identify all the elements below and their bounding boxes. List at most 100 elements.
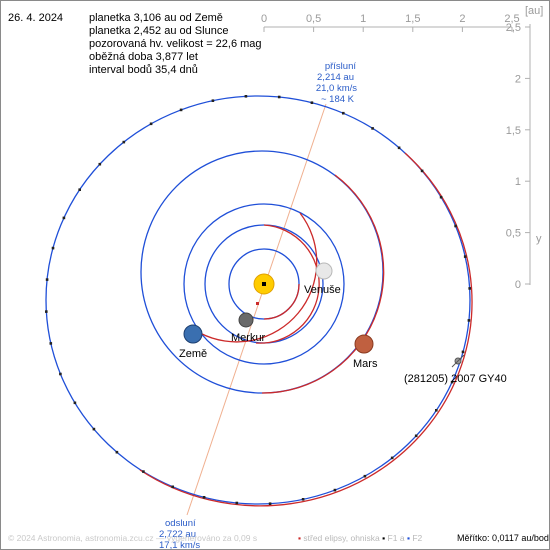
venus-icon [315, 262, 333, 280]
date-label: 26. 4. 2024 [8, 12, 64, 24]
orbit-dot [92, 427, 96, 431]
orbit-dot [142, 470, 145, 473]
asteroid-orbit-red-arc [139, 152, 473, 507]
aphelion-title: odsluní [165, 518, 196, 529]
earth-icon [183, 324, 203, 344]
orbit-dot [49, 342, 53, 345]
info-period: oběžná doba 3,877 let [89, 51, 198, 63]
y-scale-tick-label: 0 [515, 279, 521, 291]
orbit-dot [277, 95, 281, 99]
mercury-label: Merkur [231, 332, 266, 344]
apsis-line [186, 103, 327, 516]
x-scale-tick-label: 0,5 [306, 13, 321, 25]
asteroid-icon [451, 354, 465, 368]
y-scale-tick-label: 2 [515, 73, 521, 85]
orbit-dot [171, 485, 174, 489]
orbit-dot [310, 101, 314, 104]
orbit-dot [450, 380, 454, 384]
legend-center-dot: ▪ [298, 533, 302, 543]
orbit-dot [390, 456, 394, 460]
orbit-dot [149, 122, 153, 126]
x-scale-tick-label: 1 [360, 13, 366, 25]
perihelion-temperature: ~ 184 K [321, 94, 355, 105]
aphelion-distance: 2,722 au [159, 529, 196, 540]
earth-orbit [183, 203, 345, 365]
y-scale-ticks: 2,5 2 1,5 1 0,5 0 [506, 22, 530, 291]
orbit-dot [397, 146, 401, 150]
y-scale-tick-label: 1 [515, 176, 521, 188]
perihelion-distance: 2,214 au [317, 72, 354, 83]
planet-orbits [45, 95, 473, 507]
x-scale-tick-label: 2,5 [504, 13, 519, 25]
ellipse-center-marker [256, 302, 259, 305]
aphelion-annotation: odsluní 2,722 au 17,1 km/s [159, 518, 200, 550]
orbit-dot [414, 434, 418, 438]
orbit-dot [435, 409, 438, 412]
sun-focus-marker [262, 282, 266, 286]
legend-f1-label: F1 a [387, 533, 405, 543]
x-scale-tick-label: 2 [459, 13, 465, 25]
orbit-dot [51, 246, 55, 250]
mars-icon [354, 334, 374, 354]
info-sun-distance: planetka 2,452 au od Slunce [89, 25, 229, 37]
scale-axes: 0 0,5 1 1,5 2 2,5 2,5 2 1,5 1 0,5 0 [au] y [261, 5, 543, 291]
orbit-dot [467, 319, 471, 322]
venus-orbit-red-arc [255, 224, 320, 344]
asteroid-label: (281205) 2007 GY40 [404, 373, 507, 385]
orbit-dot [333, 488, 337, 492]
scale-label: Měřítko: 0,0117 au/bod [457, 533, 549, 543]
footer-legend: ▪ střed elipsy, ohniska ▪ F1 a ▪ F2 [298, 533, 422, 543]
x-scale-tick-label: 1,5 [405, 13, 420, 25]
orbit-dot [45, 278, 49, 281]
orbit-dot [244, 95, 248, 98]
orbit-dot [371, 127, 374, 130]
orbit-dot [202, 496, 206, 499]
orbit-dot [268, 502, 272, 505]
orbit-dot [78, 188, 81, 191]
orbit-dot [115, 450, 119, 454]
orbit-dot [461, 350, 465, 354]
orbit-dot [301, 498, 305, 501]
orbit-dot [235, 501, 239, 505]
orbit-dot [439, 195, 443, 199]
mars-orbit-red-arc [261, 174, 385, 394]
venus-label: Venuše [304, 284, 341, 296]
y-scale-tick-label: 2,5 [506, 22, 521, 34]
info-magnitude: pozorovaná hv. velikost = 22,6 mag [89, 38, 262, 50]
legend-f2-label: F2 [412, 533, 423, 543]
info-block: planetka 3,106 au od Země planetka 2,452… [89, 12, 262, 77]
orbit-dot [179, 108, 183, 112]
mercury-orbit-red-arc [263, 283, 300, 320]
orbit-dot [463, 255, 467, 258]
orbit-position-dots [45, 95, 471, 505]
orbit-dot [420, 169, 424, 173]
orbit-dot [363, 474, 367, 478]
earth-label: Země [179, 348, 207, 360]
x-scale-tick-label: 0 [261, 13, 267, 25]
perihelion-annotation: přísluní 2,214 au 21,0 km/s ~ 184 K [316, 61, 357, 105]
orbit-dot [122, 140, 126, 144]
legend-center-label: střed elipsy, ohniska [303, 533, 380, 543]
orbit-dot [45, 310, 48, 313]
asteroid-orbit [45, 95, 471, 505]
scale-y-label: y [536, 233, 542, 245]
orbit-dot [468, 287, 471, 290]
legend-f1-dot: ▪ [382, 533, 386, 543]
orbit-dot [73, 401, 77, 405]
orbit-dot [98, 162, 102, 166]
orbit-dot [62, 216, 66, 220]
y-scale-tick-label: 0,5 [506, 228, 521, 240]
y-scale-tick-label: 1,5 [506, 125, 521, 137]
aphelion-speed: 17,1 km/s [159, 540, 200, 550]
scale-unit-label: [au] [525, 5, 543, 17]
orbit-dot [211, 99, 215, 102]
orbit-dot [342, 111, 345, 115]
orbit-dot [59, 372, 62, 376]
info-earth-distance: planetka 3,106 au od Země [89, 12, 223, 24]
earth-orbit-red-arc [199, 212, 318, 343]
mercury-icon [238, 312, 254, 328]
perihelion-title: přísluní [325, 61, 357, 72]
x-scale-ticks: 0 0,5 1 1,5 2 2,5 [261, 13, 520, 32]
orbit-dot [454, 224, 457, 228]
